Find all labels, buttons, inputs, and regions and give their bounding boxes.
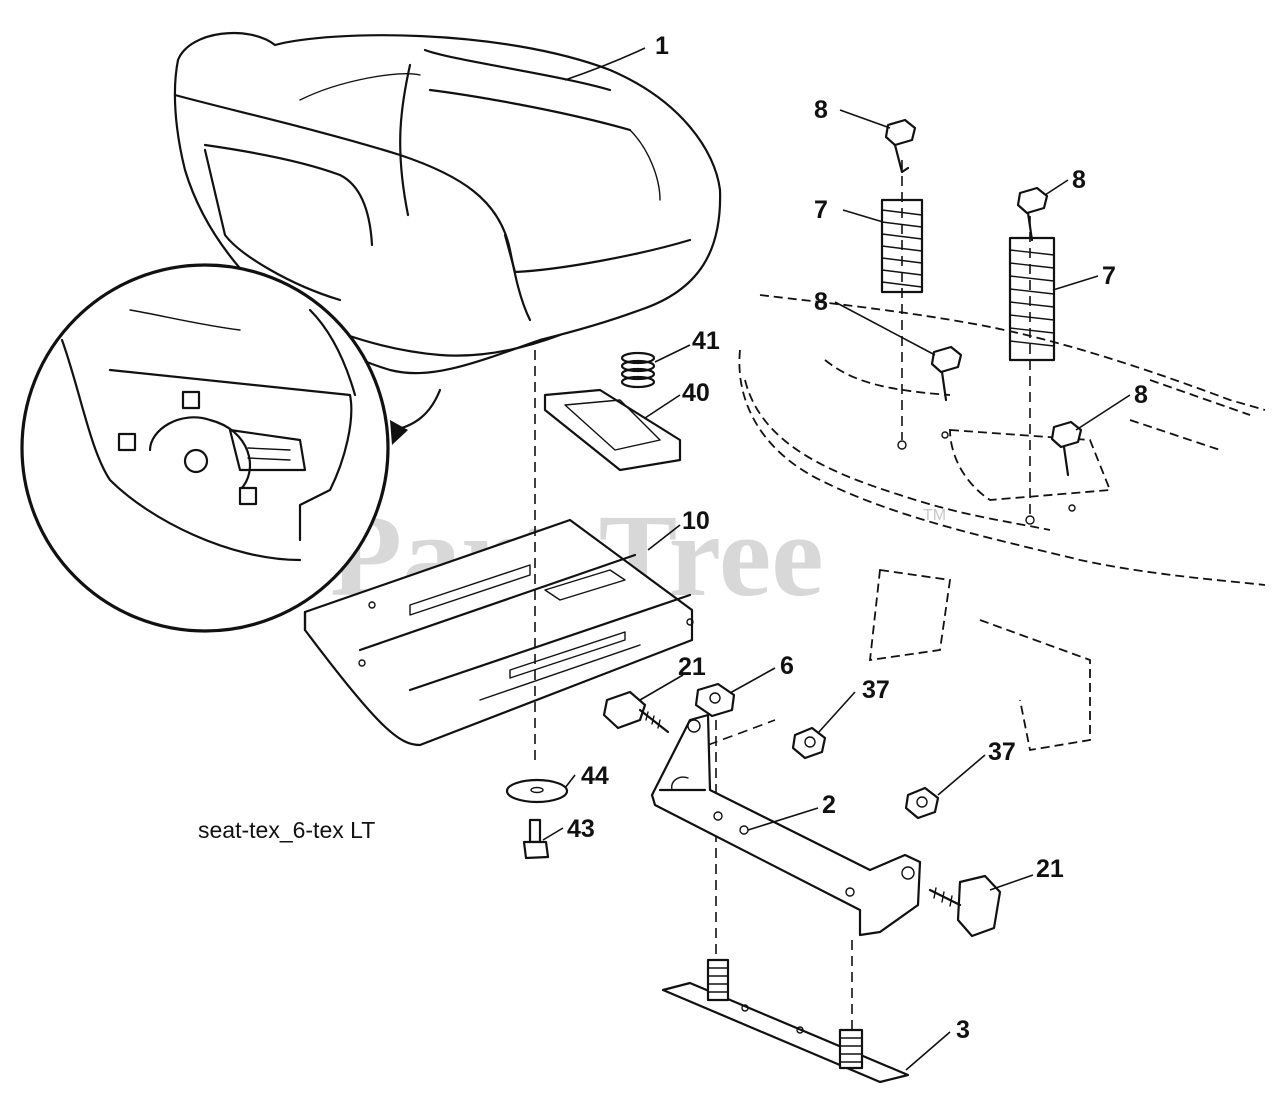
diagram-caption: seat-tex_6-tex LT [198,817,375,843]
spring-part [620,351,656,389]
callout-21-right: 21 [1036,855,1064,883]
watermark-trademark: TM [923,507,946,524]
callout-37-lower: 37 [988,738,1016,766]
callout-2: 2 [822,791,836,819]
leader-lines [542,47,1131,1071]
shoulder-bolt-part [884,118,1083,477]
seat-plate-part [303,518,694,747]
callout-8-top-right: 8 [1072,166,1086,194]
callout-8-mid-right: 8 [1134,381,1148,409]
callout-8-mid-left: 8 [814,288,828,316]
callout-3: 3 [956,1016,970,1044]
seat-bracket-part [650,713,922,937]
callout-41: 41 [692,327,720,355]
callout-7-right: 7 [1102,262,1116,290]
callout-40: 40 [682,379,710,407]
callout-1: 1 [655,32,669,60]
alignment-line-nut [707,719,776,746]
callout-labels: 1 8 8 7 7 8 8 41 40 10 21 6 37 37 2 44 4… [567,32,1148,1044]
mounting-plate-part [661,958,910,1084]
inset-detail-circle [20,263,442,633]
callout-37-upper: 37 [862,676,890,704]
callout-6: 6 [780,652,794,680]
coil-spring-part [880,198,1056,362]
washer-part [505,778,569,804]
seat-part [173,31,722,375]
callout-8-top-left: 8 [814,96,828,124]
callout-43: 43 [567,815,595,843]
hex-nut-part [694,682,940,820]
mower-frame-outline [738,294,1266,752]
callout-21-left: 21 [678,653,706,681]
callout-44: 44 [581,762,609,790]
callout-7-left: 7 [814,196,828,224]
carriage-bolt-part [602,690,1002,938]
screw-part [522,818,550,860]
callout-10: 10 [682,507,710,535]
clip-bracket-part [543,388,682,472]
